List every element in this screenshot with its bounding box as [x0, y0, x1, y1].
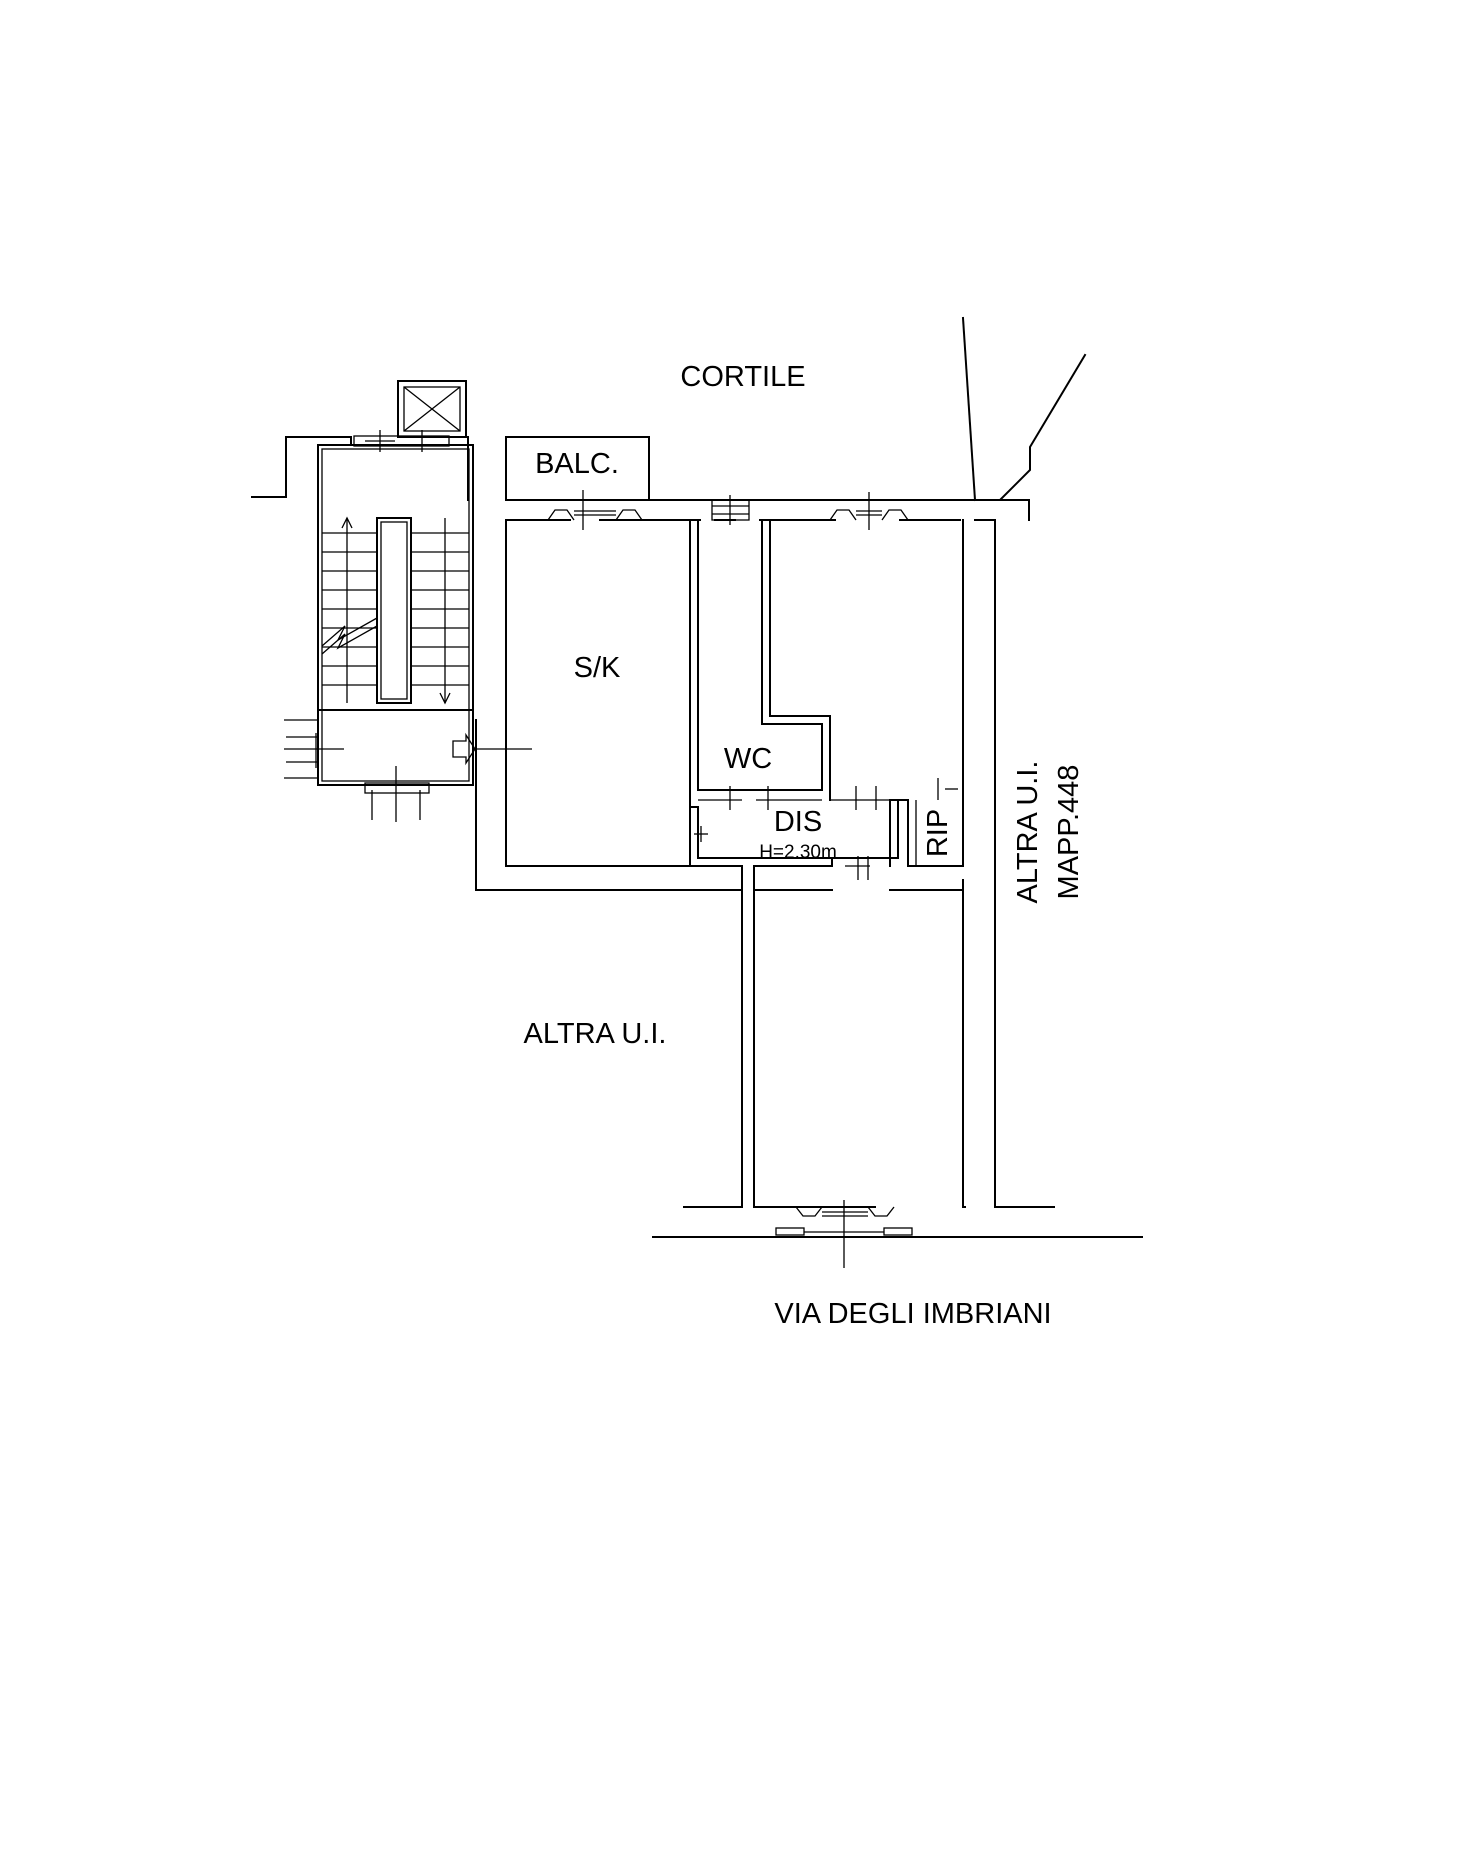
label-neighbor-unit-right: ALTRA U.I.	[1012, 761, 1044, 904]
elevator-shaft	[397, 380, 467, 438]
labels: CORTILE BALC. S/K WC DIS H=2.30m RIP ALT…	[524, 361, 1085, 1330]
room-living-kitchen	[505, 490, 691, 867]
label-parcel: MAPP.448	[1053, 765, 1085, 900]
room-bedroom-north	[769, 492, 964, 797]
label-bathroom: WC	[724, 743, 772, 775]
staircase	[284, 430, 532, 822]
label-courtyard: CORTILE	[680, 361, 805, 393]
stub-lines	[286, 725, 477, 782]
room-bedroom-south	[753, 889, 964, 1268]
label-neighbor-unit-left: ALTRA U.I.	[524, 1018, 667, 1050]
label-balcony: BALC.	[535, 448, 619, 480]
label-hallway: DIS	[774, 806, 822, 838]
label-hallway-height: H=2.30m	[759, 842, 837, 863]
label-street: VIA DEGLI IMBRIANI	[774, 1298, 1051, 1330]
room-storage	[907, 778, 964, 867]
label-storage: RIP	[922, 809, 954, 857]
room-hallway	[689, 786, 909, 891]
label-living-kitchen: S/K	[574, 652, 621, 684]
